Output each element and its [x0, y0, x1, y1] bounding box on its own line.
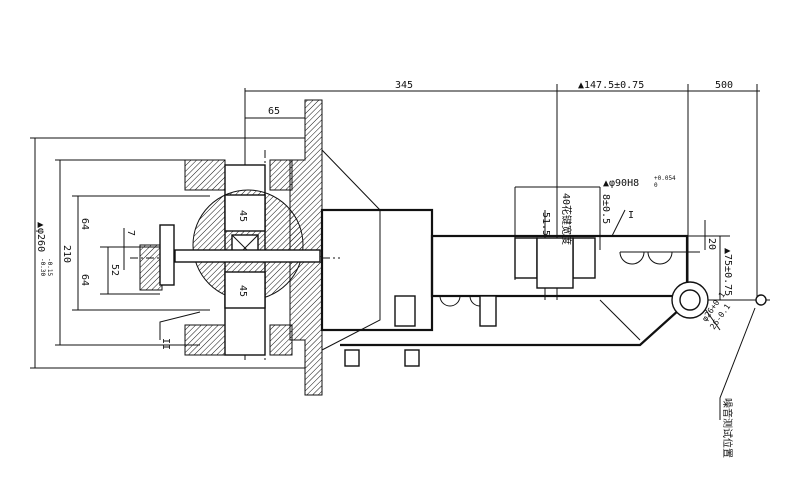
- dim-45-upper: 45: [237, 210, 248, 222]
- noise-test-position: 噪音测试位置: [721, 398, 734, 458]
- dim-phi90h8: ▲φ90H8 +0.054 0: [603, 175, 676, 189]
- dim-spline-width: 40花键宽度: [560, 193, 573, 245]
- differential-assembly: [139, 159, 321, 356]
- dim-20: 20: [706, 238, 717, 250]
- dim-64-lower: 64: [79, 274, 90, 286]
- dim-phi260: ▲φ260 -0.15 -0.30: [35, 222, 53, 276]
- dim-phi260-value: ▲φ260: [35, 222, 46, 252]
- dim-phi90h8-value: ▲φ90H8: [603, 178, 639, 189]
- axle-housing: [320, 208, 767, 367]
- callout-i: I: [628, 210, 634, 221]
- dim-phi90h8-upper: +0.054: [654, 175, 676, 182]
- dim-75: ▲75±0.75: [722, 248, 733, 296]
- dim-phi90h8-lower: 0: [654, 182, 658, 189]
- dim-52: 52: [109, 264, 120, 276]
- dim-64-upper: 64: [79, 218, 90, 230]
- dim-500: 500: [715, 80, 733, 91]
- dim-phi260-lower: -0.30: [39, 258, 46, 276]
- dim-8: 8±0.5: [600, 194, 611, 224]
- dim-65: 65: [268, 106, 280, 117]
- dim-345: 345: [395, 80, 413, 91]
- dim-phi260-upper: -0.15: [46, 258, 53, 276]
- dim-147-5: ▲147.5±0.75: [578, 80, 644, 91]
- dim-210: 210: [61, 245, 72, 263]
- dim-7: 7: [125, 230, 136, 236]
- callout-ii: II: [160, 338, 171, 350]
- housing-flange: [289, 99, 381, 396]
- dim-51-5: 51.5: [540, 212, 551, 236]
- dim-45-lower: 45: [237, 285, 248, 297]
